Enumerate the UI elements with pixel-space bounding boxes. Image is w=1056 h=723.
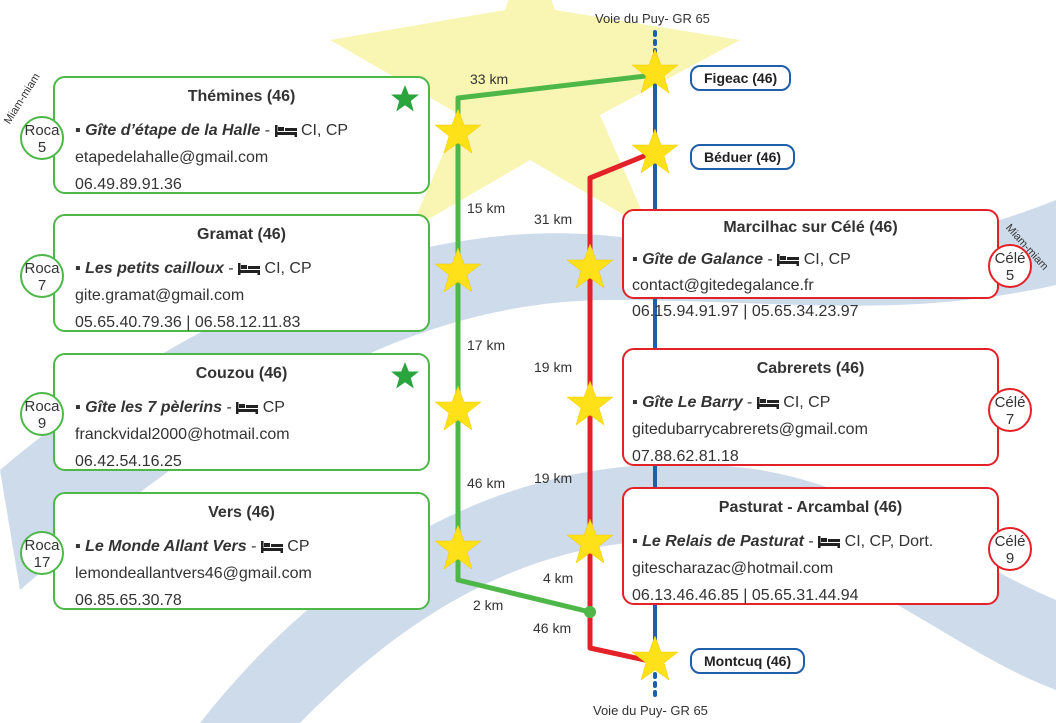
bed-icon — [818, 535, 841, 548]
amenities: CP — [258, 399, 285, 416]
stop-star — [434, 247, 482, 293]
phone-number[interactable]: 06.42.54.16.25 — [75, 453, 182, 470]
stop-star — [566, 518, 614, 564]
town-title: Gramat (46) — [197, 226, 286, 243]
lodging-card: Thémines (46) ▪ Gîte d’étape de la Halle… — [53, 76, 430, 194]
town-title: Thémines (46) — [187, 88, 296, 105]
distance-label: 4 km — [543, 570, 574, 586]
route-label-bottom: Voie du Puy- GR 65 — [593, 703, 708, 718]
green-route — [455, 72, 655, 615]
bed-icon — [236, 401, 259, 414]
distance-label: 31 km — [534, 211, 573, 227]
lodging-name: Le Relais de Pasturat — [642, 533, 804, 550]
distance-label: 19 km — [534, 359, 573, 375]
amenities: CP — [282, 538, 310, 555]
phone-number[interactable]: 06.13.46.46.85 | 05.65.31.44.94 — [632, 587, 859, 604]
town-title: Pasturat - Arcambal (46) — [718, 499, 903, 516]
email-link[interactable]: gitedubarrycabrerets@gmail.com — [632, 421, 868, 438]
town-pill-montcuq: Montcuq (46) — [690, 648, 806, 674]
town-title: Vers (46) — [208, 504, 275, 521]
lodging-card: Marcilhac sur Célé (46) ▪ Gîte de Galanc… — [622, 209, 999, 320]
distance-label: 33 km — [470, 71, 509, 87]
phone-number[interactable]: 07.88.62.81.18 — [632, 448, 739, 465]
amenities: CI, CP — [799, 251, 851, 268]
route-label-top: Voie du Puy- GR 65 — [595, 11, 710, 26]
email-link[interactable]: gitescharazac@hotmail.com — [632, 560, 834, 577]
amenities: CI, CP, Dort. — [840, 533, 934, 550]
town-title: Cabrerets (46) — [756, 360, 865, 377]
email-link[interactable]: etapedelahalle@gmail.com — [75, 149, 269, 166]
town-pill-beduer: Béduer (46) — [690, 144, 796, 170]
amenities: CI, CP — [778, 394, 831, 411]
town-title: Marcilhac sur Célé (46) — [723, 219, 898, 236]
stop-star — [566, 380, 614, 426]
bed-icon — [274, 124, 297, 137]
lodging-card: Couzou (46) ▪ Gîte les 7 pèlerins - CP f… — [53, 353, 430, 471]
stop-star — [434, 524, 482, 570]
email-link[interactable]: lemondeallantvers46@gmail.com — [75, 565, 312, 582]
lodging-name: Le Monde Allant Vers — [85, 538, 247, 555]
bed-icon — [260, 540, 283, 553]
amenities: CI, CP — [296, 122, 349, 139]
stop-star — [434, 385, 482, 431]
favorite-star-icon — [391, 85, 419, 112]
lodging-name: Gîte de Galance — [642, 251, 764, 268]
lodging-card: Vers (46) ▪ Le Monde Allant Vers - CP le… — [53, 492, 430, 610]
stop-star — [631, 635, 679, 681]
email-link[interactable]: contact@gitedegalance.fr — [632, 277, 814, 294]
phone-number[interactable]: 06.15.94.91.97 | 05.65.34.23.97 — [632, 303, 859, 320]
bed-icon — [777, 253, 800, 266]
distance-label: 17 km — [467, 337, 506, 353]
favorite-star-icon — [391, 362, 419, 389]
lodging-name: Les petits cailloux — [85, 260, 224, 277]
lodging-name: Gîte d’étape de la Halle — [85, 122, 261, 139]
phone-number[interactable]: 05.65.40.79.36 | 06.58.12.11.83 — [75, 314, 301, 331]
distance-label: 15 km — [467, 200, 506, 216]
amenities: CI, CP — [260, 260, 312, 277]
lodging-name: Gîte Le Barry — [642, 394, 743, 411]
distance-label: 19 km — [534, 470, 573, 486]
lodging-card: Cabrerets (46) ▪ Gîte Le Barry - CI, CP … — [622, 348, 999, 466]
background-star — [330, 0, 740, 230]
town-title: Couzou (46) — [195, 365, 288, 382]
distance-label: 46 km — [467, 475, 506, 491]
town-pill-figeac: Figeac (46) — [690, 65, 792, 91]
distance-label: 2 km — [473, 597, 504, 613]
lodging-name: Gîte les 7 pèlerins — [85, 399, 223, 416]
stop-star — [434, 108, 482, 154]
phone-number[interactable]: 06.85.65.30.78 — [75, 592, 182, 609]
bed-icon — [238, 262, 261, 275]
lodging-card: Pasturat - Arcambal (46) ▪ Le Relais de … — [622, 487, 999, 605]
lodging-card: Gramat (46) ▪ Les petits cailloux - CI, … — [53, 214, 430, 332]
stop-star — [566, 243, 614, 289]
stop-star — [631, 128, 679, 174]
email-link[interactable]: franckvidal2000@hotmail.com — [75, 426, 290, 443]
phone-number[interactable]: 06.49.89.91.36 — [75, 176, 182, 193]
distance-label: 46 km — [533, 620, 572, 636]
bed-icon — [756, 396, 779, 409]
email-link[interactable]: gite.gramat@gmail.com — [75, 287, 245, 304]
stop-star — [631, 48, 679, 94]
